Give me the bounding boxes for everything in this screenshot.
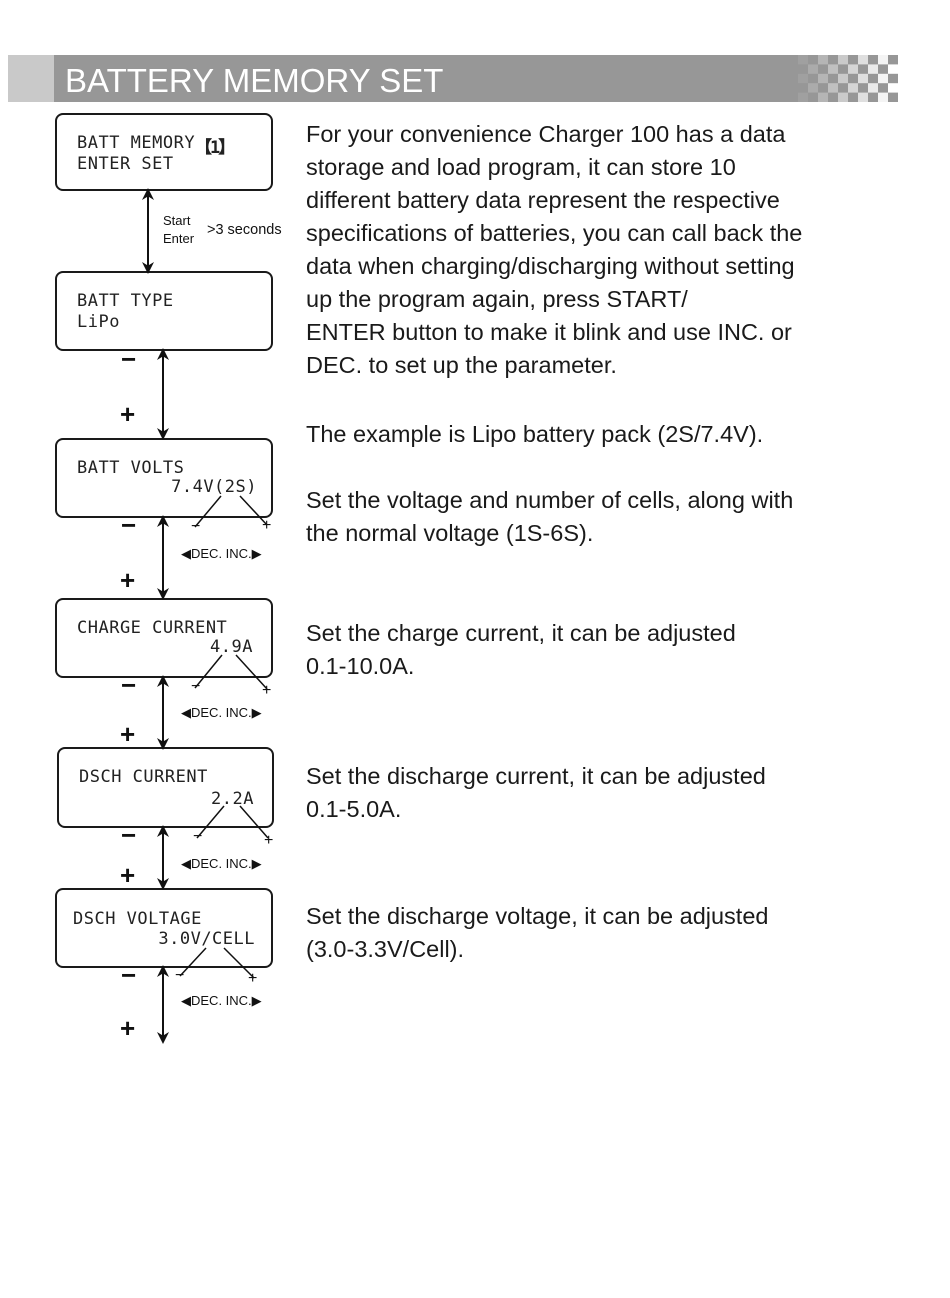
text-line: (3.0-3.3V/Cell). [306,936,465,962]
banner-accent [8,55,54,102]
checker-cell [808,64,818,74]
dsch-voltage-paragraph: Set the discharge voltage, it can be adj… [306,900,768,966]
checker-cell [818,73,828,84]
checker-cell [808,83,818,93]
example-paragraph: The example is Lipo battery pack (2S/7.4… [306,421,764,447]
section-title: BATTERY MEMORY SET [65,62,444,99]
lcd-line1: BATT TYPE [77,291,174,311]
minus-symbol: − [121,344,137,374]
text-line: 0.1-5.0A. [306,796,402,822]
checker-cell [838,73,848,84]
lcd-line2: LiPo [77,312,120,332]
inc-plus: + [262,517,272,534]
lcd-line1: BATT VOLTS [77,458,185,478]
checker-cell [838,92,848,102]
enter-label: Enter [163,231,195,246]
plus-symbol: + [120,1013,136,1043]
dec-minus: − [193,828,203,845]
plus-symbol: + [120,860,136,890]
minus-symbol: − [121,960,137,990]
volts-paragraph: Set the voltage and number of cells, alo… [306,484,793,550]
checker-cell [818,92,828,102]
checker-cell [828,64,838,74]
lcd-dsch-current: DSCH CURRENT 2.2A [57,747,274,828]
dec-inc-label: ◀DEC. INC.▶ [181,705,262,720]
lcd-line2: 7.4V(2S) [171,477,257,497]
lcd-dsch-voltage: DSCH VOLTAGE 3.0V/CELL [55,888,273,968]
intro-paragraph: For your convenience Charger 100 has a d… [306,118,802,382]
text-line: specifications of batteries, you can cal… [306,220,803,246]
checker-cell [888,83,898,93]
dec-inc-label: ◀DEC. INC.▶ [181,856,262,871]
text-line: For your convenience Charger 100 has a d… [306,121,786,147]
plus-symbol: + [120,719,136,749]
text-line: 0.1-10.0A. [306,653,415,679]
lcd-line2: 4.9A [210,637,253,657]
text-line: Set the voltage and number of cells, alo… [306,487,794,513]
dec-minus: − [191,678,201,695]
lcd-line2: ENTER SET [77,154,174,174]
checker-cell [868,64,878,74]
lcd-line1: DSCH VOLTAGE [73,909,202,929]
dec-minus: − [191,518,201,535]
text-line: ENTER button to make it blink and use IN… [306,319,792,345]
minus-symbol: − [121,510,137,540]
lcd-line1: CHARGE CURRENT [77,618,228,638]
checker-cell [858,73,868,84]
lcd-charge-current: CHARGE CURRENT 4.9A [55,598,273,678]
dec-inc-label: ◀DEC. INC.▶ [181,993,262,1008]
inc-plus: + [264,832,274,849]
text-line: storage and load program, it can store 1… [306,154,736,180]
checker-cell [888,64,898,74]
lcd-line1: BATT MEMORY [77,133,196,153]
checker-cell [878,55,888,65]
text-line: Set the discharge current, it can be adj… [306,763,766,789]
memory-slot: 【1】 [195,138,235,158]
text-line: DEC. to set up the parameter. [306,352,617,378]
dec-inc-label: ◀DEC. INC.▶ [181,546,262,561]
checker-cell [848,83,858,93]
checker-cell [798,92,808,102]
dsch-current-paragraph: Set the discharge current, it can be adj… [306,760,766,826]
duration-label: >3 seconds [207,222,282,238]
checker-cell [848,64,858,74]
checker-cell [858,92,868,102]
checker-pattern [798,55,898,102]
text-line: Set the discharge voltage, it can be adj… [306,903,769,929]
inc-plus: + [262,682,272,699]
checker-cell [828,83,838,93]
plus-symbol: + [120,565,136,595]
minus-symbol: − [121,820,137,850]
checker-cell [838,55,848,65]
checker-cell [798,73,808,84]
text-line: different battery data represent the res… [306,187,780,213]
section-banner: BATTERY MEMORY SET [8,55,898,102]
lcd-batt-type: BATT TYPE LiPo [55,271,273,351]
lcd-batt-memory: BATT MEMORY 【1】 ENTER SET [55,113,273,191]
checker-cell [818,55,828,65]
minus-symbol: − [121,670,137,700]
plus-symbol: + [120,399,136,429]
lcd-line1: DSCH CURRENT [79,767,208,787]
inc-plus: + [248,970,258,987]
text-line: Set the charge current, it can be adjust… [306,620,736,646]
checker-cell [858,55,868,65]
text-line: data when charging/discharging without s… [306,253,795,279]
checker-cell [878,73,888,84]
start-label: Start [163,213,191,228]
charge-paragraph: Set the charge current, it can be adjust… [306,617,736,683]
lcd-line2: 2.2A [211,789,254,809]
checker-cell [798,55,808,65]
dec-minus: − [175,967,185,984]
lcd-line2: 3.0V/CELL [158,929,255,949]
lcd-batt-volts: BATT VOLTS 7.4V(2S) [55,438,273,518]
checker-cell [878,92,888,102]
text-line: up the program again, press START/ [306,286,688,312]
checker-cell [868,83,878,93]
text-line: the normal voltage (1S-6S). [306,520,594,546]
